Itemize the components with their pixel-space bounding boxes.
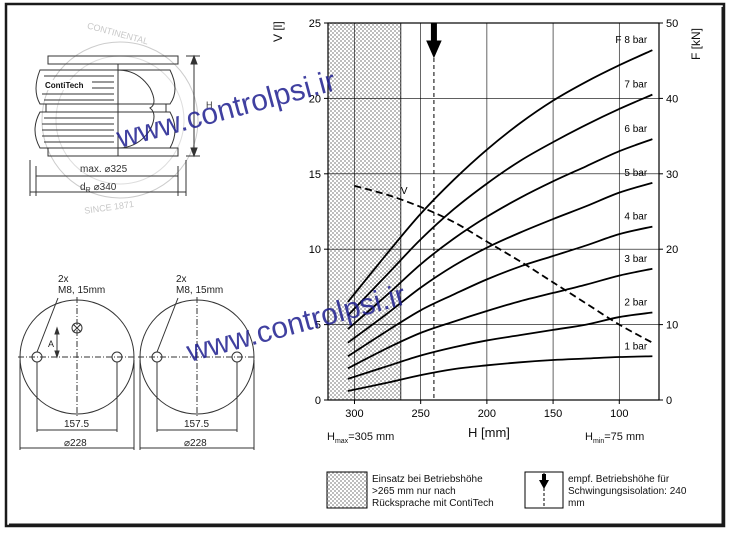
- force-curve-6: [347, 138, 653, 330]
- y-left-tick-label-15: 15: [309, 169, 321, 181]
- force-curve-8: [347, 49, 653, 303]
- y-left-tick-label-0: 0: [315, 395, 321, 407]
- bottom-plate: [47, 147, 179, 157]
- hmax-label: Hmax=305 mm: [327, 431, 394, 445]
- hmin-value: =75 mm: [604, 431, 644, 443]
- plate-left-pitch: 157.5: [64, 419, 89, 430]
- y-right-tick-label-50: 50: [666, 18, 678, 30]
- force-curves: [347, 49, 653, 392]
- force-curve-7: [347, 93, 653, 317]
- section-cut: [117, 64, 155, 156]
- hmin-label: Hmin=75 mm: [585, 431, 644, 445]
- y-right-axis-label: F [kN]: [689, 28, 703, 60]
- top-plate: [47, 55, 179, 65]
- volume-curve: [354, 184, 653, 344]
- series-label-6: 6 bar: [624, 124, 647, 135]
- force-curve-3: [347, 267, 653, 370]
- force-curve-4: [347, 225, 653, 358]
- x-tick-label-250: 250: [412, 408, 430, 420]
- series-label-1: 1 bar: [624, 341, 647, 352]
- y-left-axis-label: V [l]: [271, 21, 285, 42]
- x-tick-label-100: 100: [610, 408, 628, 420]
- y-right-tick-label-20: 20: [666, 244, 678, 256]
- y-left-tick-label-20: 20: [309, 93, 321, 105]
- ring-text-top: CONTINENTAL: [86, 21, 149, 47]
- hmax-subscript: max: [335, 438, 349, 445]
- plate-left-a-label: A: [48, 339, 54, 349]
- plate-right: [138, 297, 256, 450]
- y-right-tick-label-30: 30: [666, 169, 678, 181]
- y-left-tick-label-5: 5: [315, 320, 321, 332]
- y-right-tick-label-0: 0: [666, 395, 672, 407]
- watermark-1: www.controlpsi.ir: [112, 65, 339, 155]
- series-label-8: 8 bar: [624, 35, 647, 46]
- hmin-symbol: H: [585, 431, 593, 443]
- hmax-symbol: H: [327, 431, 335, 443]
- plate-right-pitch: 157.5: [184, 419, 209, 430]
- hmax-value: =305 mm: [348, 431, 394, 443]
- dr-label: dR⌀340: [80, 182, 117, 194]
- series-labels: 1 bar 2 bar 3 bar 4 bar 5 bar 6 bar 7 bar 8 bar…: [615, 35, 647, 352]
- restricted-zone: [328, 23, 401, 400]
- max-diameter-label: max. ⌀325: [80, 164, 128, 175]
- upper-bellow: [35, 69, 176, 105]
- x-tick-label-300: 300: [345, 408, 363, 420]
- plate-left-bolt-count: 2x: [58, 274, 69, 285]
- brand-label: ContiTech: [45, 81, 84, 90]
- series-label-2: 2 bar: [624, 298, 647, 309]
- height-label: H: [206, 100, 213, 110]
- girdle-ring: [45, 103, 167, 113]
- hmin-subscript: min: [593, 438, 604, 445]
- y-left-tick-label-25: 25: [309, 18, 321, 30]
- legend-arrow-line-1: empf. Betriebshöhe für: [568, 474, 670, 485]
- force-curve-1: [347, 355, 653, 392]
- plate-right-bolt-spec: M8, 15mm: [176, 285, 223, 296]
- plate-right-bolt-count: 2x: [176, 274, 187, 285]
- x-axis-label: H [mm]: [468, 425, 510, 440]
- legend-hatch-line-2: >265 mm nur nach: [372, 486, 456, 497]
- plot-border: [327, 22, 660, 401]
- legend-arrow-line-2: Schwingungsisolation: 240: [568, 486, 687, 497]
- series-label-5: 5 bar: [624, 168, 647, 179]
- y-left-tick-label-10: 10: [309, 244, 321, 256]
- x-tick-label-200: 200: [478, 408, 496, 420]
- seal-ring: [41, 41, 199, 199]
- ring-text-bottom: SINCE 1871: [84, 199, 135, 216]
- volume-curve-label: V: [401, 186, 408, 197]
- plate-left: [18, 297, 136, 450]
- series-label-7: 7 bar: [624, 80, 647, 91]
- x-tick-label-150: 150: [544, 408, 562, 420]
- dr-subscript: R: [86, 187, 91, 194]
- performance-chart: V 1 bar 2 bar 3 bar 4 bar 5 bar 6 bar 7 bar 8 b…: [309, 18, 679, 420]
- air-inlet-left: [71, 322, 83, 334]
- brand-label-bg: [42, 80, 92, 90]
- legend-hatch-line-3: Rücksprache mit ContiTech: [372, 498, 494, 509]
- legend-arrow-line-3: mm: [568, 498, 585, 509]
- plate-left-diameter: ⌀228: [64, 438, 87, 449]
- dr-value: ⌀340: [94, 182, 117, 193]
- dr-symbol: d: [80, 182, 86, 193]
- legend-arrow-icon: [539, 474, 549, 489]
- series-prefix-f: F: [615, 35, 621, 46]
- y-right-tick-label-10: 10: [666, 320, 678, 332]
- legend-hatch-line-1: Einsatz bei Betriebshöhe: [372, 474, 483, 485]
- plate-left-bolt-spec: M8, 15mm: [58, 285, 105, 296]
- recommended-height-arrow: [426, 23, 442, 59]
- series-label-4: 4 bar: [624, 212, 647, 223]
- series-label-3: 3 bar: [624, 254, 647, 265]
- legend-hatch-swatch: [326, 471, 368, 509]
- plate-right-diameter: ⌀228: [184, 438, 207, 449]
- force-curve-5: [347, 181, 653, 344]
- y-right-tick-label-40: 40: [666, 93, 678, 105]
- force-curve-2: [347, 311, 653, 380]
